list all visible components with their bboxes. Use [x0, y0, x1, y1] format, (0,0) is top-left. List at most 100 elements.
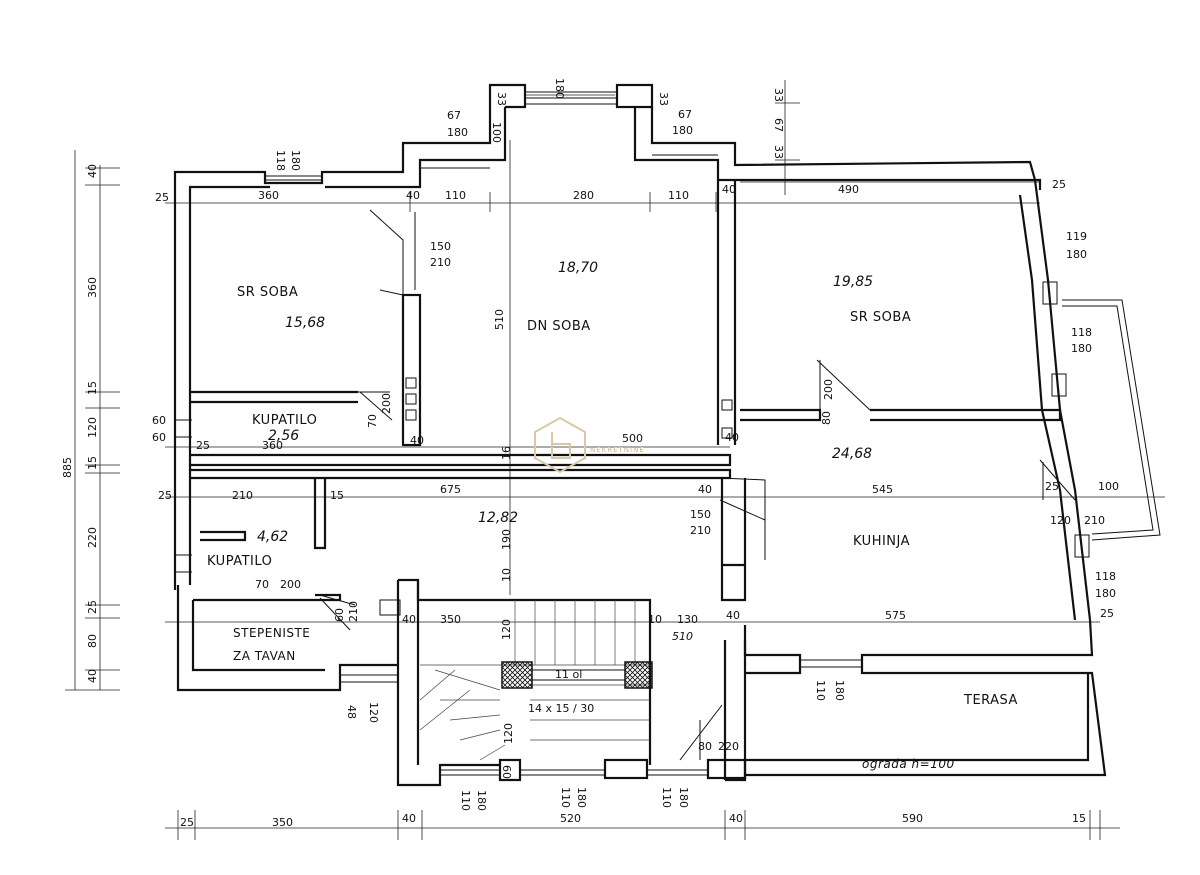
- dim-row1-40a: 40: [406, 189, 420, 202]
- watermark-logo: NEKRETNINE: [534, 416, 645, 474]
- dim-left-40b: 40: [86, 669, 99, 683]
- dim-350: 350: [440, 613, 461, 626]
- dim-190: 190: [500, 529, 513, 550]
- dim-25c: 25: [196, 439, 210, 452]
- terasa-railing-note: ograda h=100: [862, 757, 955, 771]
- dim-80a: 80: [820, 411, 833, 425]
- dim-200a: 200: [380, 393, 393, 414]
- staircase: [419, 600, 653, 761]
- dim-200b: 200: [822, 379, 835, 400]
- dim-left-15b: 15: [86, 456, 99, 470]
- dim-bot-350: 350: [272, 816, 293, 829]
- dim-180g: 180: [677, 787, 690, 808]
- dim-150b: 150: [690, 508, 711, 521]
- dim-left-885: 885: [61, 457, 74, 478]
- dim-top-180-right: 180: [672, 124, 693, 137]
- dim-row1-360: 360: [258, 189, 279, 202]
- dim-118a: 118: [1071, 326, 1092, 339]
- dim-top-67-left: 67: [447, 109, 461, 122]
- dim-110c: 110: [559, 787, 572, 808]
- left-dimension-chain: [65, 150, 120, 691]
- dim-40f: 40: [726, 609, 740, 622]
- dim-210b: 210: [690, 524, 711, 537]
- room-label-dn-soba: DN SOBA: [527, 319, 591, 334]
- room-label-stepeniste: STEPENISTE: [233, 626, 310, 640]
- dim-40c: 40: [410, 434, 424, 447]
- watermark-text: NEKRETNINE: [590, 446, 645, 454]
- dim-110a: 110: [814, 680, 827, 701]
- dim-left-360: 360: [86, 277, 99, 298]
- hatched-column-left: [501, 661, 533, 689]
- room-labels: SR SOBA 15,68 18,70 DN SOBA 19,85 SR SOB…: [207, 260, 1017, 771]
- dim-180-b: 180: [289, 150, 302, 171]
- dim-60b: 60: [152, 431, 166, 444]
- dim-10: 10: [500, 568, 513, 582]
- dim-bot-25: 25: [180, 816, 194, 829]
- room-label-za-tavan: ZA TAVAN: [233, 649, 296, 663]
- dim-bot-40b: 40: [729, 812, 743, 825]
- dim-row2-210: 210: [232, 489, 253, 502]
- dim-row1-490: 490: [838, 183, 859, 196]
- dim-top-33b: 33: [657, 92, 670, 106]
- dim-510b: 510: [672, 630, 693, 643]
- dim-bot-15: 15: [1072, 812, 1086, 825]
- dim-row1-110b: 110: [668, 189, 689, 202]
- dim-left-80: 80: [86, 634, 99, 648]
- hatched-column-right: [624, 661, 653, 689]
- dim-510: 510: [493, 309, 506, 330]
- dim-16: 16: [500, 446, 513, 460]
- dim-25d: 25: [1100, 607, 1114, 620]
- dim-130: 130: [677, 613, 698, 626]
- dim-row2-25: 25: [158, 489, 172, 502]
- dim-180e: 180: [475, 790, 488, 811]
- dim-bot-590: 590: [902, 812, 923, 825]
- dim-left-120: 120: [86, 417, 99, 438]
- dim-210d: 210: [347, 601, 360, 622]
- dim-top-180: 180: [553, 78, 566, 99]
- dim-left-220: 220: [86, 527, 99, 548]
- dim-60d: 60: [500, 765, 513, 779]
- dim-80b: 80: [698, 740, 712, 753]
- dim-575: 575: [885, 609, 906, 622]
- windows: [176, 154, 718, 776]
- dim-top-right-33-lower: 33: [772, 145, 785, 159]
- dim-row2-40: 40: [698, 483, 712, 496]
- dim-10b: 10: [648, 613, 662, 626]
- dim-110b: 110: [459, 790, 472, 811]
- room-label-kupatilo-lower: KUPATILO: [207, 554, 272, 569]
- dim-60a: 60: [152, 414, 166, 427]
- room-area-sr-soba-right: 19,85: [833, 274, 873, 290]
- dim-top-180-left: 180: [447, 126, 468, 139]
- dim-row1-25: 25: [155, 191, 169, 204]
- dim-bot-40a: 40: [402, 812, 416, 825]
- dim-40e: 40: [402, 613, 416, 626]
- interior-walls: [173, 180, 1062, 616]
- dim-top-100: 100: [490, 122, 503, 143]
- dim-11ol: 11 ol: [555, 668, 582, 681]
- dim-120: 120: [1050, 514, 1071, 527]
- dim-row2-675: 675: [440, 483, 461, 496]
- dim-360b: 360: [262, 439, 283, 452]
- dim-row2-545: 545: [872, 483, 893, 496]
- dim-119: 119: [1066, 230, 1087, 243]
- room-label-sr-soba-left: SR SOBA: [237, 285, 298, 300]
- dim-180c: 180: [1095, 587, 1116, 600]
- room-label-kuhinja: KUHINJA: [853, 534, 910, 549]
- dim-220: 220: [718, 740, 739, 753]
- dim-118: 118: [274, 150, 287, 171]
- dim-118b: 118: [1095, 570, 1116, 583]
- dim-210: 210: [430, 256, 451, 269]
- dim-210c: 210: [1084, 514, 1105, 527]
- dim-14x15: 14 x 15 / 30: [528, 702, 594, 715]
- dim-row2-15: 15: [330, 489, 344, 502]
- dim-top-right-67: 67: [772, 118, 785, 132]
- dim-180b: 180: [1071, 342, 1092, 355]
- dim-180f: 180: [575, 787, 588, 808]
- dim-row2-100: 100: [1098, 480, 1119, 493]
- dim-70b: 70: [255, 578, 269, 591]
- dim-row1-280: 280: [573, 189, 594, 202]
- dim-left-15a: 15: [86, 381, 99, 395]
- dim-120c: 120: [367, 702, 380, 723]
- dim-180d: 180: [833, 680, 846, 701]
